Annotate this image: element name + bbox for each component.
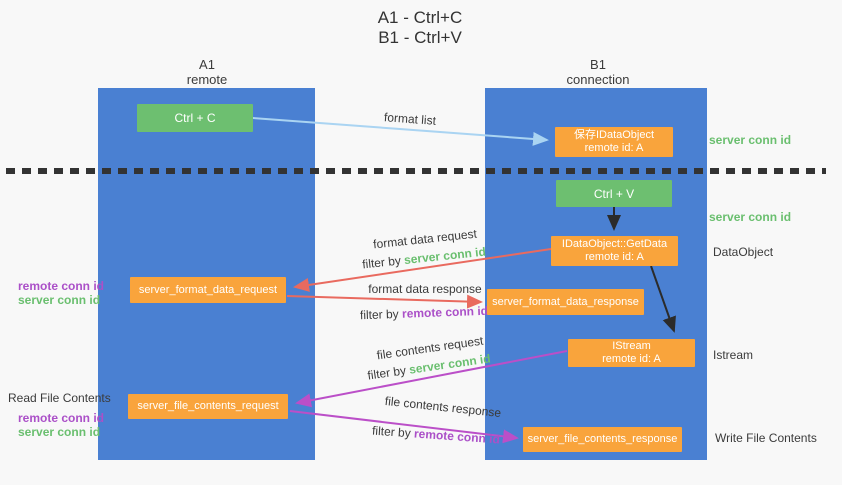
arrow-format-list [252,117,549,146]
node-istream-line2: remote id: A [602,353,661,365]
filter-value-remote-conn-id: remote conn id [401,303,489,321]
node-save-dataobject-line2: remote id: A [584,142,644,154]
column-b1-id: B1 [590,57,606,72]
column-header-b1: B1 connection [538,57,658,87]
title-line-2: B1 - Ctrl+V [378,28,462,47]
label-server-conn-id-right-2: server conn id [709,210,792,224]
label-remote-conn-id-left-2: remote conn id [18,411,105,425]
node-server-format-data-response: server_format_data_response [487,289,644,315]
label-format-data-response: format data response [368,282,482,296]
label-dataobject: DataObject [713,245,774,259]
node-getdata-line1: IDataObject::GetData [561,238,668,250]
node-server-format-data-request: server_format_data_request [130,277,286,303]
label-write-file-contents: Write File Contents [715,431,817,445]
column-header-a1: A1 remote [147,57,267,87]
node-istream: IStream remote id: A [568,339,695,367]
node-format-request-label: server_format_data_request [138,283,278,296]
arrow-getdata-to-istream [650,265,676,333]
node-server-file-contents-request: server_file_contents_request [128,394,288,419]
arrow-file-contents-request [295,350,568,408]
node-ctrl-c: Ctrl + C [137,104,253,132]
column-a1-label: remote [186,72,228,87]
label-server-conn-id-left-1: server conn id [18,293,101,307]
dotted-divider [6,168,826,174]
title-line-1: A1 - Ctrl+C [377,8,463,27]
filter-prefix: filter by [359,306,399,323]
label-server-conn-id-right-1: server conn id [709,133,792,147]
label-remote-conn-id-left-1: remote conn id [18,279,105,293]
node-ctrl-v-label: Ctrl + V [593,186,635,201]
column-a1-id: A1 [199,57,215,72]
node-ctrl-c-label: Ctrl + C [174,111,216,125]
node-save-dataobject: 保存IDataObject remote id: A [555,127,673,157]
arrow-file-contents-response [289,410,519,444]
arrow-format-data-response [286,294,483,309]
arrow-format-data-request [293,248,552,292]
node-istream-line1: IStream [612,340,651,352]
label-server-conn-id-left-2: server conn id [18,425,101,439]
node-save-dataobject-line1: 保存IDataObject [573,129,655,141]
diagram-title: A1 - Ctrl+C B1 - Ctrl+V [300,8,540,48]
label-istream: Istream [713,348,754,362]
node-file-request-label: server_file_contents_request [137,400,279,412]
node-file-response-label: server_file_contents_response [527,433,678,445]
filter-prefix: filter by [371,423,412,441]
label-read-file-contents: Read File Contents [8,391,111,405]
node-getdata: IDataObject::GetData remote id: A [551,236,678,266]
node-ctrl-v: Ctrl + V [556,180,672,207]
column-b1-label: connection [566,72,630,87]
node-format-response-label: server_format_data_response [492,295,639,308]
node-server-file-contents-response: server_file_contents_response [523,427,682,452]
node-getdata-line2: remote id: A [585,251,644,263]
